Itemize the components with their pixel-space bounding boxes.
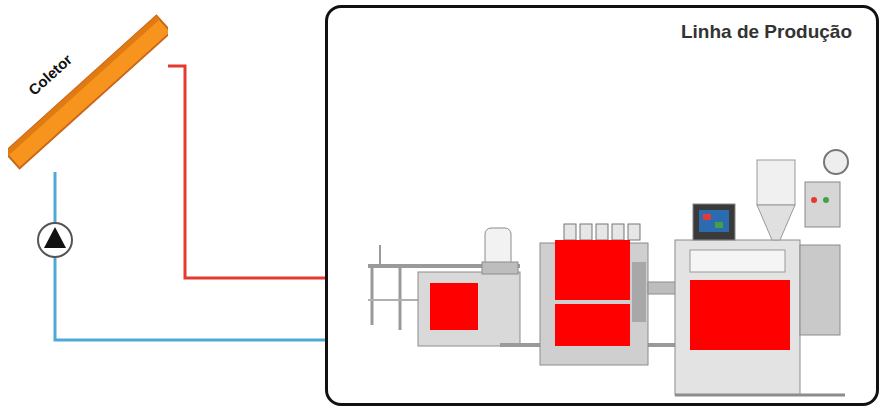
screen-detail <box>703 214 711 220</box>
machine-cabinet <box>418 272 520 346</box>
side-plate <box>632 262 646 322</box>
cylinder <box>612 224 624 240</box>
control-box <box>805 182 840 227</box>
red-panel <box>555 304 630 346</box>
control-monitor <box>693 204 735 240</box>
motor-housing <box>800 245 840 335</box>
machine-cabinet <box>675 240 800 395</box>
cylinder <box>628 224 640 240</box>
frame-leg <box>399 266 402 330</box>
indicator-light <box>811 197 817 203</box>
red-panel <box>430 283 478 330</box>
cylinder <box>596 224 608 240</box>
hopper-cone <box>757 205 795 240</box>
base-rail <box>675 394 845 397</box>
haul-off-unit <box>368 228 520 346</box>
collector-edge <box>8 16 160 156</box>
screen-detail <box>715 222 723 228</box>
cylinder <box>564 224 576 240</box>
frame-rail <box>368 299 425 301</box>
die-head <box>648 282 678 294</box>
red-panel <box>555 240 630 300</box>
section-title: Linha de Produção <box>681 21 852 43</box>
hopper <box>757 160 795 205</box>
frame-leg <box>371 266 374 325</box>
collector-panel <box>8 16 168 169</box>
cutter-base <box>482 262 518 274</box>
extruder-unit <box>648 150 848 395</box>
cooling-tank-unit <box>500 224 680 365</box>
solar-collector: Coletor <box>8 14 168 172</box>
red-panel <box>690 280 790 350</box>
cylinder <box>580 224 592 240</box>
indicator-light <box>823 197 829 203</box>
pump-symbol <box>38 223 72 257</box>
hot-pipe <box>168 66 325 278</box>
pump-triangle <box>44 227 66 248</box>
frame-post <box>379 245 381 266</box>
production-line-box: Linha de Produção <box>325 5 879 406</box>
heater-controls <box>690 250 785 272</box>
monitor-screen <box>699 210 729 232</box>
cold-pipe <box>55 172 325 340</box>
fan-wheel <box>824 150 848 174</box>
